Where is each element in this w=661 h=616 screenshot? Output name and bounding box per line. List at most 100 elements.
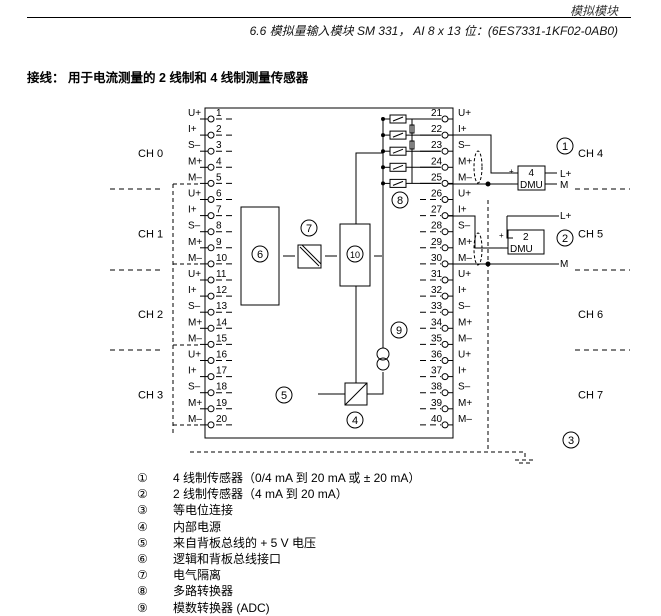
terminal-label: M+: [458, 156, 472, 167]
channel-label: CH 6: [578, 309, 603, 321]
terminal-24[interactable]: 24 M+: [420, 156, 472, 171]
terminal-12[interactable]: I+12: [188, 285, 236, 300]
terminal-number: 36: [431, 350, 443, 361]
terminal-number: 9: [216, 237, 222, 248]
terminal-15[interactable]: M–15: [188, 333, 236, 348]
terminal-6[interactable]: U+6: [188, 189, 236, 203]
callout-7: 7: [300, 219, 318, 237]
terminal-number: 37: [431, 366, 443, 377]
terminal-number: 30: [431, 253, 443, 264]
terminal-number: 7: [216, 205, 222, 216]
terminal-number: 21: [431, 108, 443, 119]
terminal-30[interactable]: 30 M–: [420, 253, 472, 268]
terminal-4[interactable]: M+4: [188, 156, 236, 171]
terminal-label: I+: [188, 205, 197, 216]
terminal-22[interactable]: 22 I+: [420, 124, 467, 139]
legend-number: ②: [137, 487, 148, 502]
svg-text:5: 5: [281, 390, 287, 402]
terminal-label: M+: [458, 398, 472, 409]
terminal-number: 24: [431, 156, 443, 167]
terminal-number: 25: [431, 172, 443, 183]
terminal-37[interactable]: 37 I+: [420, 366, 467, 381]
terminal-9[interactable]: M+9: [188, 237, 236, 252]
terminal-13[interactable]: S–13: [188, 301, 236, 316]
terminal-8[interactable]: S–8: [188, 221, 236, 236]
terminal-number: 26: [431, 189, 443, 200]
legend-number: ①: [137, 471, 148, 485]
svg-text:DMU: DMU: [510, 244, 533, 255]
svg-text:1: 1: [562, 141, 568, 153]
legend-number: ⑧: [137, 584, 148, 599]
terminal-label: I+: [458, 366, 467, 377]
callout-1: 1: [556, 137, 574, 155]
terminal-2[interactable]: I+2: [188, 124, 236, 139]
svg-text:4: 4: [352, 415, 358, 427]
terminal-11[interactable]: U+11: [188, 269, 236, 284]
terminal-label: S–: [188, 382, 201, 393]
legend-text: 模数转换器 (ADC): [173, 600, 270, 615]
terminal-label: S–: [188, 221, 201, 232]
terminal-label: I+: [188, 124, 197, 135]
svg-text:2: 2: [523, 232, 529, 243]
module-box: [204, 107, 454, 439]
page-title: 接线： 用于电流测量的 2 线制和 4 线制测量传感器: [27, 71, 309, 85]
terminal-20[interactable]: M–20: [188, 414, 236, 429]
terminal-label: M–: [458, 253, 472, 264]
terminal-label: I+: [188, 366, 197, 377]
legend-number: ⑨: [137, 600, 148, 615]
terminal-1[interactable]: U+ 1: [188, 108, 236, 123]
terminal-number: 22: [431, 124, 443, 135]
terminal-label: I+: [458, 285, 467, 296]
terminal-number: 5: [216, 172, 222, 183]
terminal-18[interactable]: S–18: [188, 382, 236, 397]
terminal-17[interactable]: I+17: [188, 366, 236, 381]
terminal-label: I+: [458, 124, 467, 135]
svg-text:M: M: [560, 259, 568, 270]
svg-text:7: 7: [306, 223, 312, 235]
terminal-number: 28: [431, 221, 443, 232]
terminal-10[interactable]: M–10: [188, 253, 236, 268]
terminal-3[interactable]: S–3: [188, 140, 236, 155]
legend-text: 逻辑和背板总线接口: [173, 552, 282, 567]
legend-text: 等电位连接: [173, 503, 234, 518]
terminal-number: 1: [216, 108, 222, 119]
callout-6: 6: [251, 245, 269, 263]
isolation-block: [297, 244, 322, 269]
terminal-number: 29: [431, 237, 443, 248]
svg-text:L+: L+: [560, 169, 572, 180]
terminal-14[interactable]: M+14: [188, 317, 236, 332]
svg-text:9: 9: [396, 325, 402, 337]
terminal-16[interactable]: U+16: [188, 350, 236, 364]
terminal-label: M+: [188, 156, 202, 167]
terminal-label: U+: [188, 108, 201, 119]
terminal-label: M+: [458, 317, 472, 328]
terminal-label: U+: [458, 269, 471, 280]
current-source-icon: [376, 347, 390, 361]
terminal-label: S–: [188, 140, 201, 151]
terminal-19[interactable]: M+19: [188, 398, 236, 413]
terminal-number: 19: [216, 398, 228, 409]
terminal-5[interactable]: M–5: [188, 172, 236, 187]
terminal-7[interactable]: I+ 7: [188, 205, 236, 220]
